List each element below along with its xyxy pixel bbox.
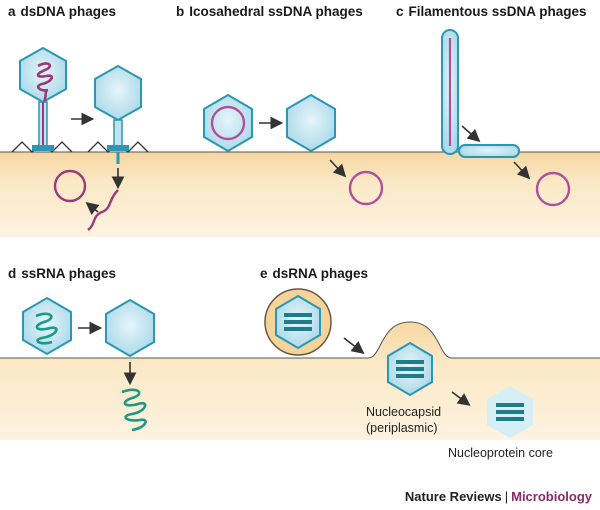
- cell-membrane-top: [0, 151, 600, 237]
- dsdna-phage-head-1-icon: [19, 46, 67, 113]
- ssdna-circle-icon: [348, 170, 384, 206]
- panel-d-letter: d: [8, 266, 17, 281]
- circular-dna-icon: [53, 169, 87, 203]
- panel-c-label: Filamentous ssDNA phages: [408, 4, 587, 19]
- panel-e-title: e dsRNA phages: [260, 266, 368, 281]
- panel-b-graphic: [203, 93, 384, 206]
- nucleocapsid-icon: [387, 341, 433, 397]
- dsrna-phage-enveloped-icon: [264, 288, 332, 356]
- panel-a-title: a dsDNA phages: [8, 4, 116, 19]
- ssrna-coil-icon: [121, 388, 147, 432]
- panel-c-letter: c: [396, 4, 404, 19]
- nucleoprotein-core-icon: [487, 386, 533, 438]
- panel-b-letter: b: [176, 4, 185, 19]
- panel-b-label: Icosahedral ssDNA phages: [189, 4, 363, 19]
- ssdna-phage-with-genome-icon: [203, 93, 253, 153]
- panel-a-label: dsDNA phages: [20, 4, 117, 19]
- nucleocapsid-sublabel: (periplasmic): [366, 421, 438, 435]
- panel-b-title: b Icosahedral ssDNA phages: [176, 4, 363, 19]
- panel-e-letter: e: [260, 266, 268, 281]
- panel-a-graphic: [11, 46, 149, 231]
- linear-dna-icon: [87, 189, 119, 231]
- nucleoprotein-core-label: Nucleoprotein core: [448, 446, 553, 460]
- footer-section: Microbiology: [511, 489, 592, 504]
- panel-e-label: dsRNA phages: [272, 266, 369, 281]
- ssdna-phage-empty-icon: [286, 93, 336, 153]
- ssdna-circle-c-icon: [535, 171, 571, 207]
- filamentous-phage-horizontal-icon: [458, 144, 520, 158]
- panel-c-title: c Filamentous ssDNA phages: [396, 4, 587, 19]
- ssrna-phage-empty-icon: [105, 298, 155, 358]
- footer-credit: Nature Reviews|Microbiology: [405, 489, 592, 504]
- cell-membrane-bottom: [0, 321, 600, 440]
- nucleocapsid-label: Nucleocapsid: [366, 405, 442, 419]
- panel-e-graphic: [264, 288, 533, 438]
- panel-d-title: d ssRNA phages: [8, 266, 116, 281]
- panel-a-letter: a: [8, 4, 16, 19]
- footer-separator: |: [504, 489, 509, 504]
- panel-d-label: ssRNA phages: [21, 266, 117, 281]
- panel-c-graphic: [441, 29, 571, 207]
- filamentous-phage-vertical-icon: [441, 29, 459, 155]
- panel-d-graphic: [22, 296, 155, 432]
- ssrna-phage-with-genome-icon: [22, 296, 72, 356]
- footer-journal: Nature Reviews: [404, 489, 502, 504]
- dsdna-phage-head-2-icon: [94, 64, 142, 122]
